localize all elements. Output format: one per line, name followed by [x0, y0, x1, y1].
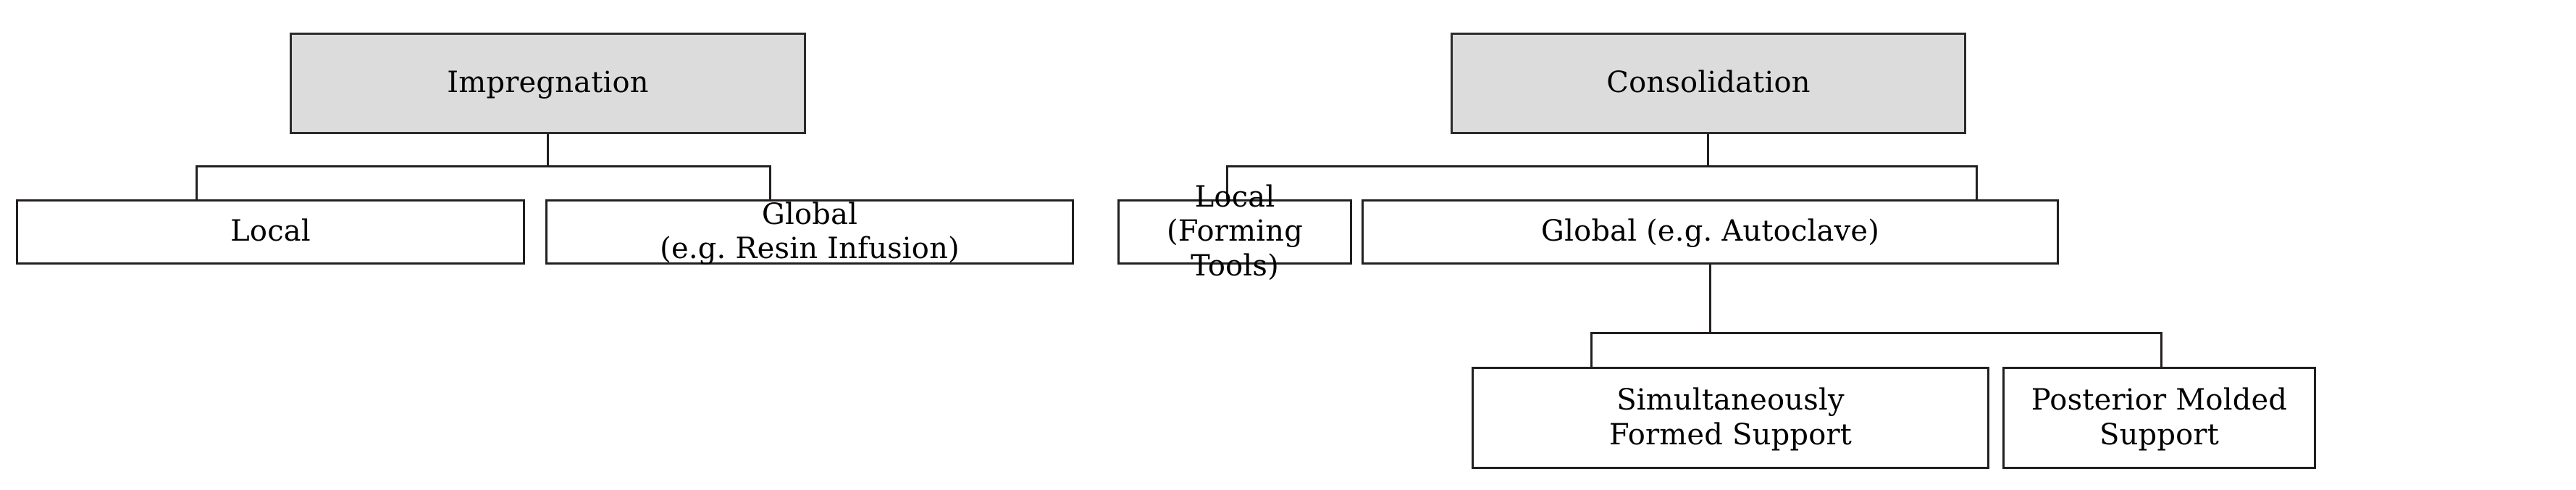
node-impregnation-label: Impregnation — [447, 66, 649, 100]
edge-impregnation-to-local — [196, 165, 198, 199]
edge-global-autoclave-stem — [1709, 265, 1711, 333]
edge-consolidation-to-global — [1976, 165, 1978, 199]
edge-impregnation-bus — [196, 165, 771, 167]
node-consolidation-local-label: Local (Forming Tools) — [1166, 180, 1304, 283]
node-consolidation[interactable]: Consolidation — [1451, 33, 1966, 134]
node-posterior-molded-support-label: Posterior Molded Support — [2031, 383, 2288, 452]
node-impregnation-local-label: Local — [230, 215, 311, 249]
node-impregnation-global[interactable]: Global (e.g. Resin Infusion) — [545, 197, 1074, 265]
node-simultaneously-formed-support-label: Simultaneously Formed Support — [1608, 383, 1853, 452]
edge-global-autoclave-bus — [1590, 332, 2162, 334]
node-impregnation-local[interactable]: Local — [16, 199, 525, 265]
edge-global-to-simultaneous — [1590, 332, 1593, 368]
edge-consolidation-to-local — [1226, 165, 1228, 199]
node-posterior-molded-support[interactable]: Posterior Molded Support — [2002, 367, 2316, 469]
edge-consolidation-stem — [1707, 134, 1709, 167]
edge-consolidation-bus — [1226, 165, 1978, 167]
node-impregnation-global-label: Global (e.g. Resin Infusion) — [660, 197, 960, 265]
node-consolidation-global[interactable]: Global (e.g. Autoclave) — [1362, 199, 2059, 265]
edge-impregnation-to-global — [769, 165, 771, 199]
edge-impregnation-stem — [547, 134, 549, 167]
node-consolidation-label: Consolidation — [1606, 66, 1811, 100]
node-consolidation-local[interactable]: Local (Forming Tools) — [1117, 180, 1352, 283]
node-impregnation[interactable]: Impregnation — [290, 33, 806, 134]
node-simultaneously-formed-support[interactable]: Simultaneously Formed Support — [1472, 367, 1989, 469]
node-consolidation-global-label: Global (e.g. Autoclave) — [1540, 215, 1880, 249]
edge-global-to-posterior — [2160, 332, 2162, 368]
